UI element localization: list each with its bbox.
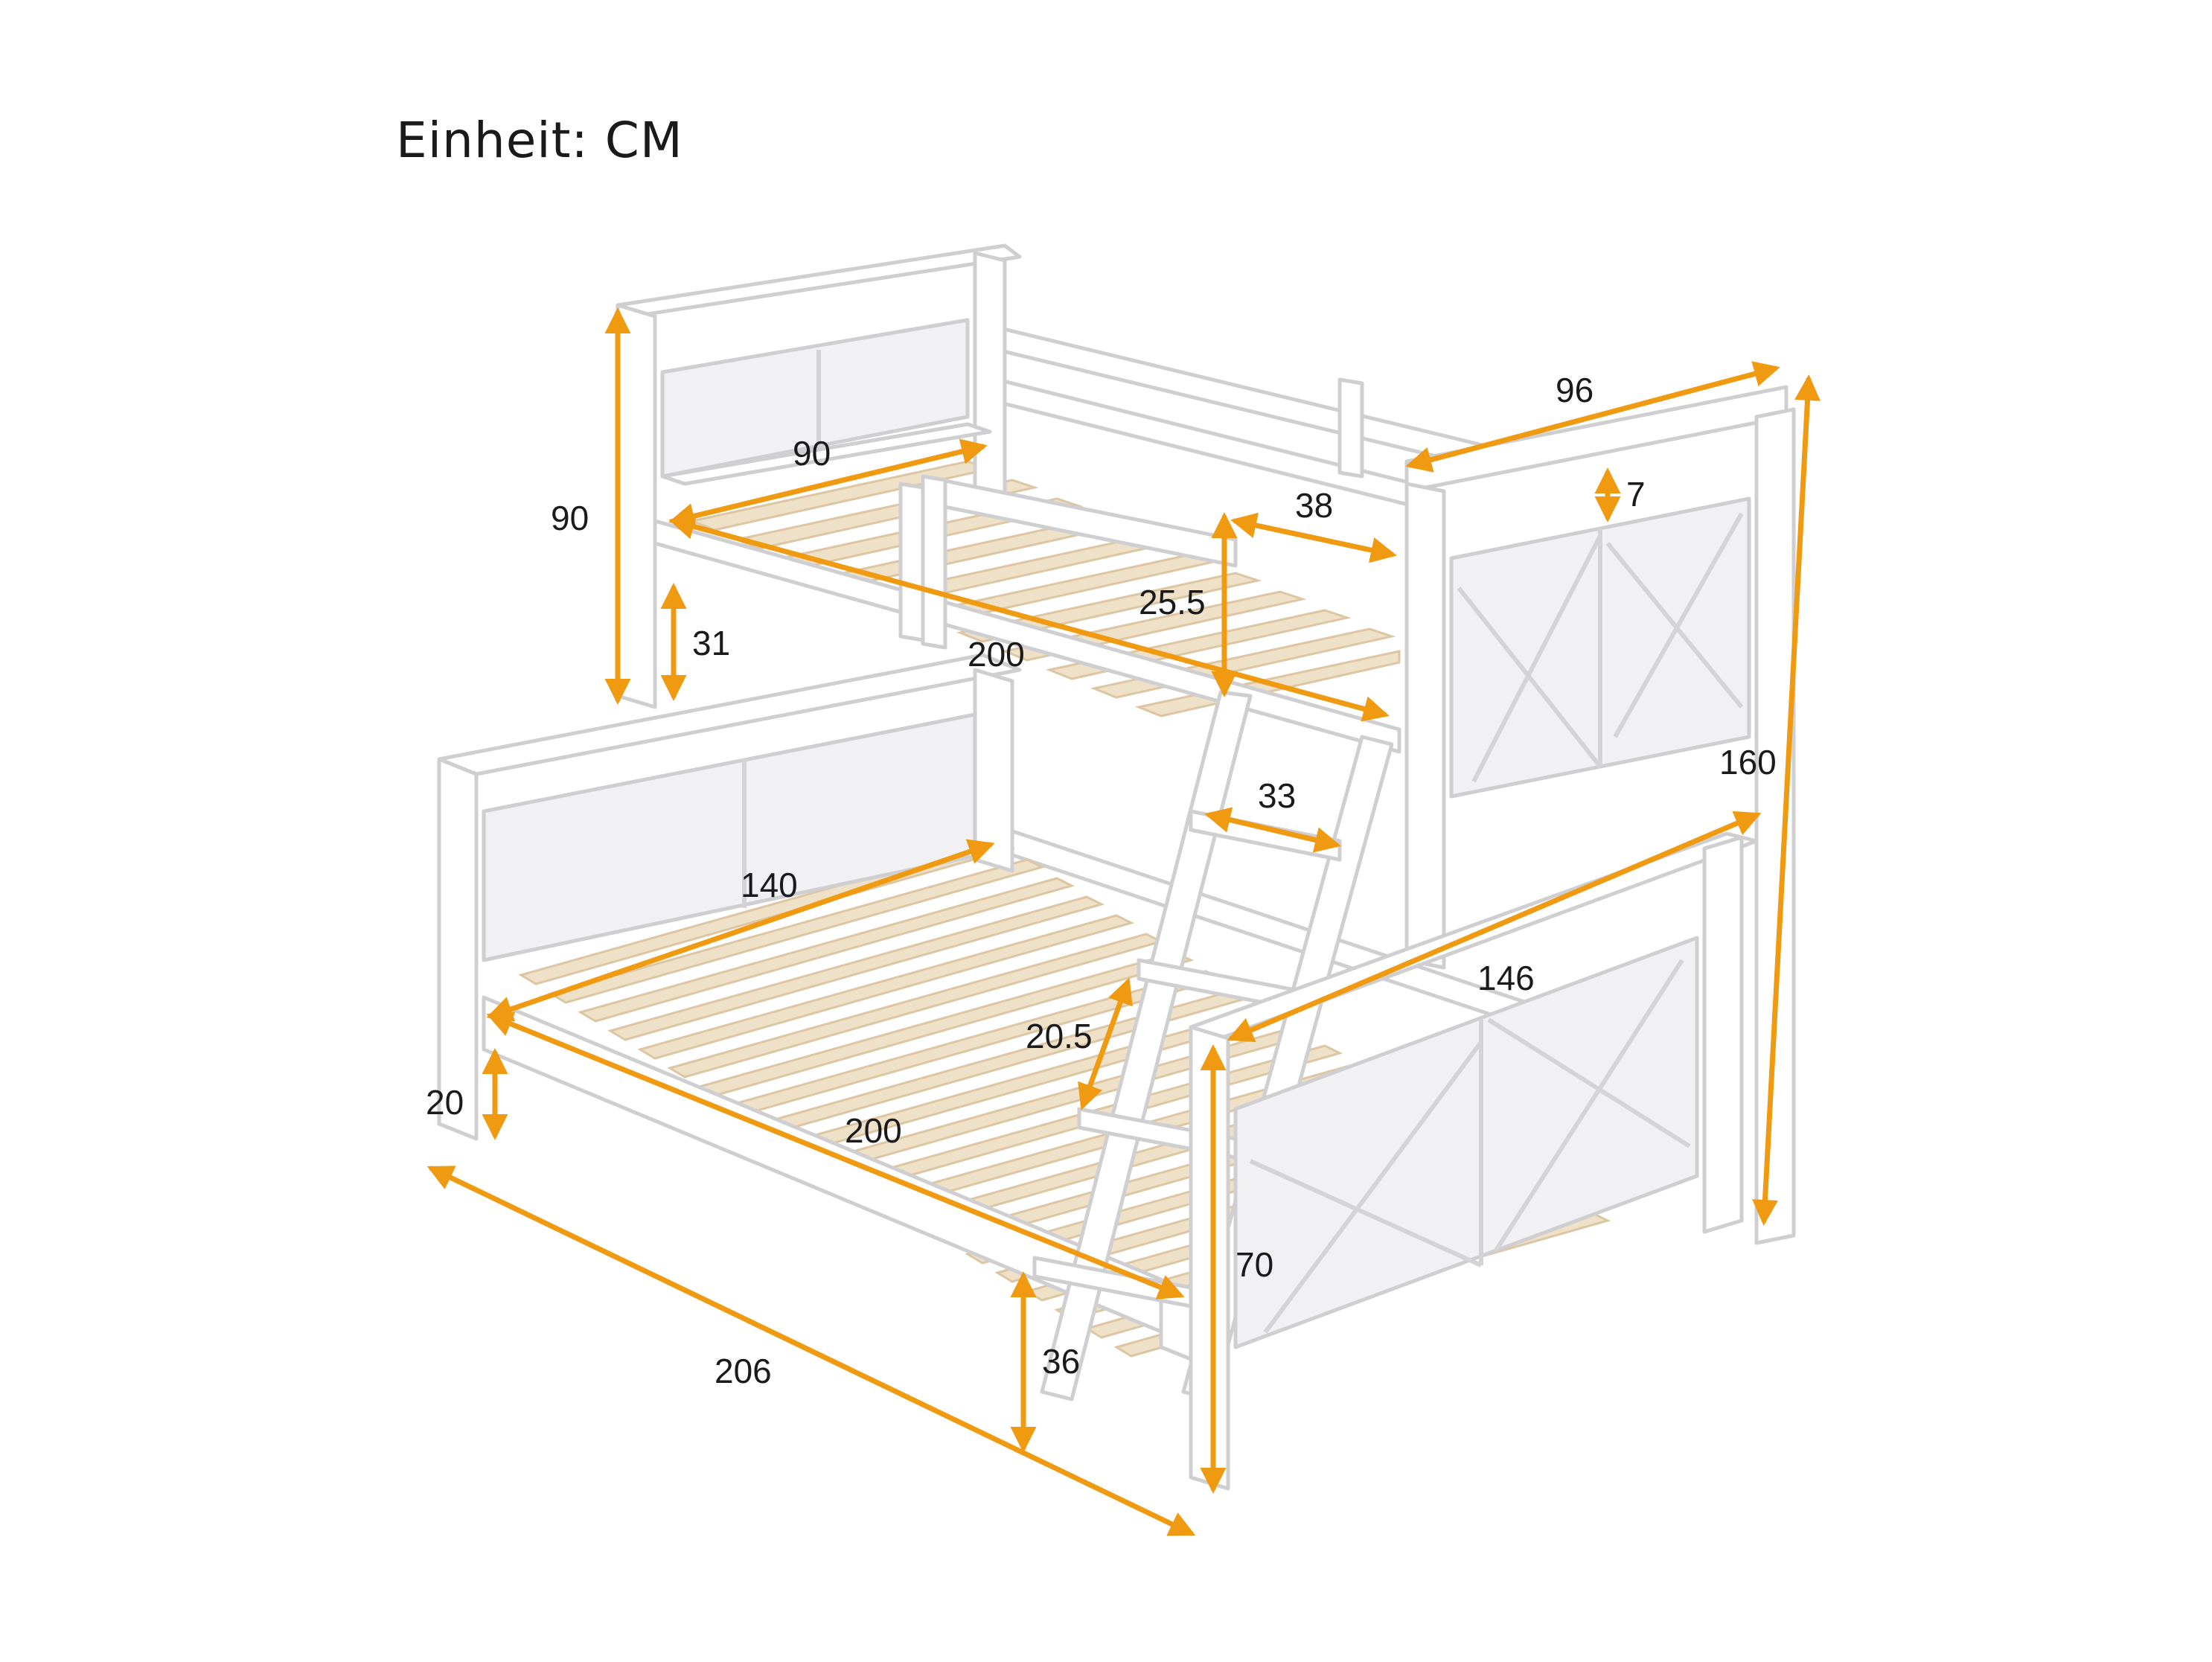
dimension-labels: 90 90 200 31 38 25.5 96 7 160 33 140 200… <box>426 371 1777 1390</box>
dim-line-rail-opening <box>1230 512 1397 563</box>
label-lower-length: 200 <box>845 1111 902 1150</box>
dim-line-lower-width <box>486 839 995 1022</box>
lower-head-post-left <box>437 757 479 1141</box>
lower-foot-post-right <box>1702 835 1744 1234</box>
dim-line-upper-depth <box>668 438 988 529</box>
label-lower-width: 140 <box>741 866 798 904</box>
label-footboard-height: 70 <box>1236 1245 1273 1284</box>
dim-line-upper-width <box>1405 361 1780 473</box>
label-lower-leg-height: 20 <box>426 1083 464 1122</box>
label-upper-depth: 90 <box>793 434 831 473</box>
dim-line-upper-length <box>668 514 1390 722</box>
dim-line-overall-height <box>1752 374 1821 1226</box>
label-ladder-step-width: 33 <box>1258 776 1296 815</box>
label-upper-headboard-height: 90 <box>551 499 589 537</box>
label-overall-length: 206 <box>715 1352 772 1390</box>
dim-line-lower-foot-width <box>1227 811 1762 1043</box>
label-upper-width: 96 <box>1556 371 1594 409</box>
upper-foot-post-right <box>1754 407 1796 1245</box>
upper-headboard-cap <box>616 243 1022 319</box>
dim-line-overall-length <box>426 1166 1196 1536</box>
label-step-spacing: 20.5 <box>1026 1017 1093 1055</box>
upper-head-post-right <box>973 251 1007 508</box>
dimension-lines <box>426 307 1821 1536</box>
upper-head-post-left <box>616 303 657 709</box>
lower-head-post-right <box>973 668 1014 873</box>
label-upper-length: 200 <box>968 635 1025 674</box>
label-rail-opening: 38 <box>1295 486 1333 525</box>
unit-title: Einheit: CM <box>396 112 683 169</box>
dim-line-step-spacing <box>1078 977 1133 1110</box>
upper-head-panel <box>660 318 970 479</box>
label-lower-foot-width: 146 <box>1477 959 1535 997</box>
upper-foot-post-left <box>1404 482 1446 970</box>
label-overall-height: 160 <box>1719 743 1777 782</box>
label-rail-height: 25.5 <box>1139 583 1206 621</box>
label-upper-leg-gap: 31 <box>692 624 730 662</box>
label-top-rail-width: 7 <box>1626 475 1646 514</box>
lower-foot-post-left <box>1189 1025 1230 1491</box>
label-lower-clearance: 36 <box>1042 1342 1080 1381</box>
